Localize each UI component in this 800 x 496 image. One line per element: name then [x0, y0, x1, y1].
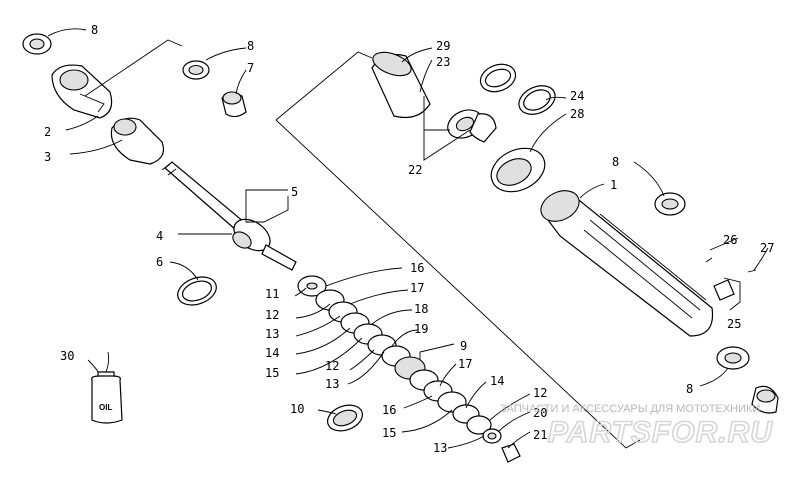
callout-21: 21: [533, 428, 547, 442]
callout-16-lower: 16: [382, 403, 396, 417]
callout-4: 4: [156, 229, 163, 243]
callout-27: 27: [760, 241, 774, 255]
callout-12-mid: 12: [325, 359, 339, 373]
callout-14: 14: [265, 346, 279, 360]
callout-23: 23: [436, 55, 450, 69]
callout-6: 6: [156, 255, 163, 269]
callout-12-lower: 12: [533, 386, 547, 400]
callout-7: 7: [247, 61, 254, 75]
callout-8-upper: 8: [247, 39, 254, 53]
callout-8-bottom: 8: [686, 382, 693, 396]
watermark: ЗАПЧАСТИ И АКСЕССУАРЫ ДЛЯ МОТОТЕХНИКИ PA…: [500, 403, 773, 450]
part-sleeve-29: [371, 51, 431, 119]
part-bumper-3: [110, 117, 165, 165]
callout-17-lower: 17: [458, 357, 472, 371]
callout-17: 17: [410, 281, 424, 295]
callout-19: 19: [414, 322, 428, 336]
callout-13: 13: [265, 327, 279, 341]
part-sleeve-7: [221, 91, 247, 118]
part-bushing-8-left-pair: [182, 60, 210, 80]
callout-25: 25: [727, 317, 741, 331]
callout-9: 9: [460, 339, 467, 353]
part-ring-10: [326, 404, 364, 432]
part-eyelet-bottom: [751, 385, 779, 414]
part-eyelet-housing: [51, 64, 113, 119]
callout-1: 1: [610, 178, 617, 192]
callout-12: 12: [265, 308, 279, 322]
part-bushing-8-right: [654, 192, 686, 216]
part-shim-stack: [297, 275, 521, 463]
callout-14-lower: 14: [490, 374, 504, 388]
watermark-brand: PARTSFOR.RU: [548, 416, 773, 449]
part-collar-28: [490, 147, 546, 193]
callout-15-lower: 15: [382, 426, 396, 440]
part-body-1: [540, 190, 714, 337]
callout-30: 30: [60, 349, 74, 363]
part-oil-bottle-30: OIL: [91, 351, 123, 424]
callout-16: 16: [410, 261, 424, 275]
part-bushing-8-top: [22, 33, 52, 55]
callout-18: 18: [414, 302, 428, 316]
callout-28: 28: [570, 107, 584, 121]
callout-22: 22: [408, 163, 422, 177]
callout-26: 26: [723, 233, 737, 247]
callout-13-mid: 13: [325, 377, 339, 391]
part-cap-22: [447, 109, 497, 143]
watermark-tagline: ЗАПЧАСТИ И АКСЕССУАРЫ ДЛЯ МОТОТЕХНИКИ: [500, 403, 760, 415]
callout-numbers: 8 2 3 4 5 6 8 7 11 12 13 14 15 16 17 18 …: [44, 23, 774, 455]
callout-11: 11: [265, 287, 279, 301]
callout-15: 15: [265, 366, 279, 380]
part-bushing-8-bottom: [716, 346, 750, 370]
callout-8: 8: [91, 23, 98, 37]
callout-20: 20: [533, 406, 547, 420]
callout-13-lower: 13: [433, 441, 447, 455]
callout-29: 29: [436, 39, 450, 53]
leader-lines: [47, 28, 769, 449]
callout-8-right: 8: [612, 155, 619, 169]
callout-5: 5: [291, 185, 298, 199]
part-adjuster-25: [705, 257, 757, 301]
callout-10: 10: [290, 402, 304, 416]
callout-2: 2: [44, 125, 51, 139]
part-shaft-4: [161, 161, 245, 231]
oil-label: OIL: [99, 403, 112, 412]
part-piston-5: [232, 218, 297, 271]
callout-3: 3: [44, 150, 51, 164]
callout-24: 24: [570, 89, 584, 103]
